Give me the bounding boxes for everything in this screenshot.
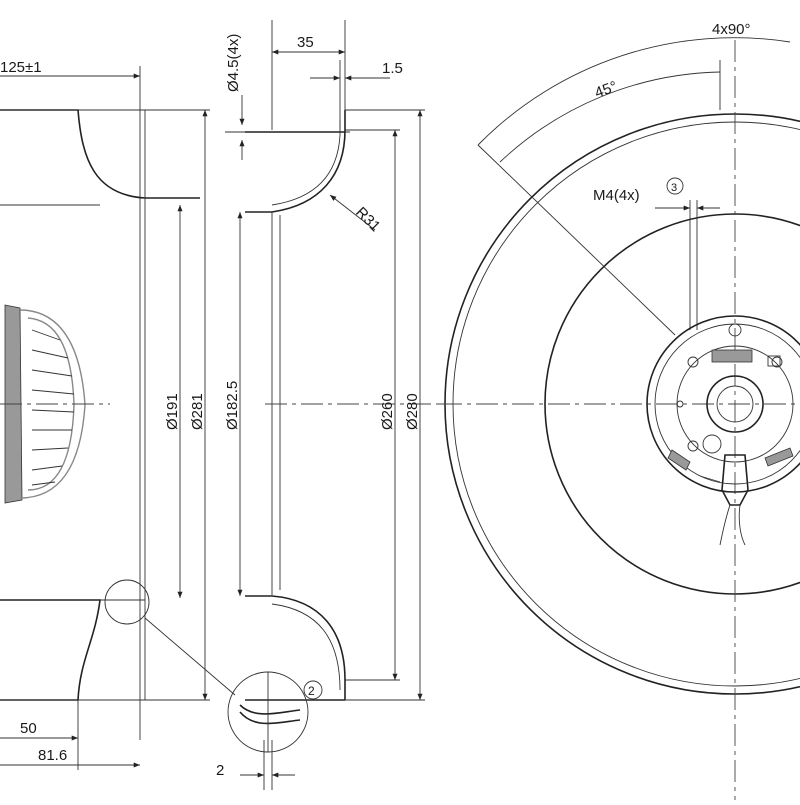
front-view: 4x90° 45° M4(4x) 3	[440, 21, 800, 800]
dim-2-label: 2	[216, 762, 224, 779]
dim-hole-label: Ø4.5(4x)	[225, 34, 242, 92]
dim-dia191-label: Ø191	[164, 393, 181, 430]
dim-dia182-label: Ø182.5	[224, 381, 241, 430]
dim-r31-label: R31	[352, 204, 383, 235]
detail-2: 2 2	[216, 671, 323, 790]
thread-label: M4(4x)	[593, 187, 640, 204]
motor-face	[646, 315, 800, 546]
dim-dia281-label: Ø281	[189, 393, 206, 430]
svg-text:2: 2	[308, 684, 315, 698]
left-side-view: 125±1 Ø191 Ø281 50	[0, 59, 236, 770]
middle-section-view: Ø4.5(4x) 35 1.5 R31 Ø182.5 Ø2	[216, 20, 440, 790]
dim-35-label: 35	[297, 34, 314, 51]
detail-circle-left	[104, 579, 150, 625]
detail-2-marker	[303, 680, 323, 700]
dim-1-5-label: 1.5	[382, 60, 403, 77]
dim-125-label: 125±1	[0, 59, 42, 76]
thread-marker	[666, 177, 684, 195]
dim-dia280-label: Ø280	[404, 393, 421, 430]
dim-45-label: 45°	[592, 78, 619, 102]
dim-4x90-label: 4x90°	[712, 21, 751, 38]
dim-81-6-label: 81.6	[38, 747, 67, 764]
dim-dia260-label: Ø260	[379, 393, 396, 430]
dim-50-label: 50	[20, 720, 37, 737]
svg-text:3: 3	[671, 182, 677, 194]
